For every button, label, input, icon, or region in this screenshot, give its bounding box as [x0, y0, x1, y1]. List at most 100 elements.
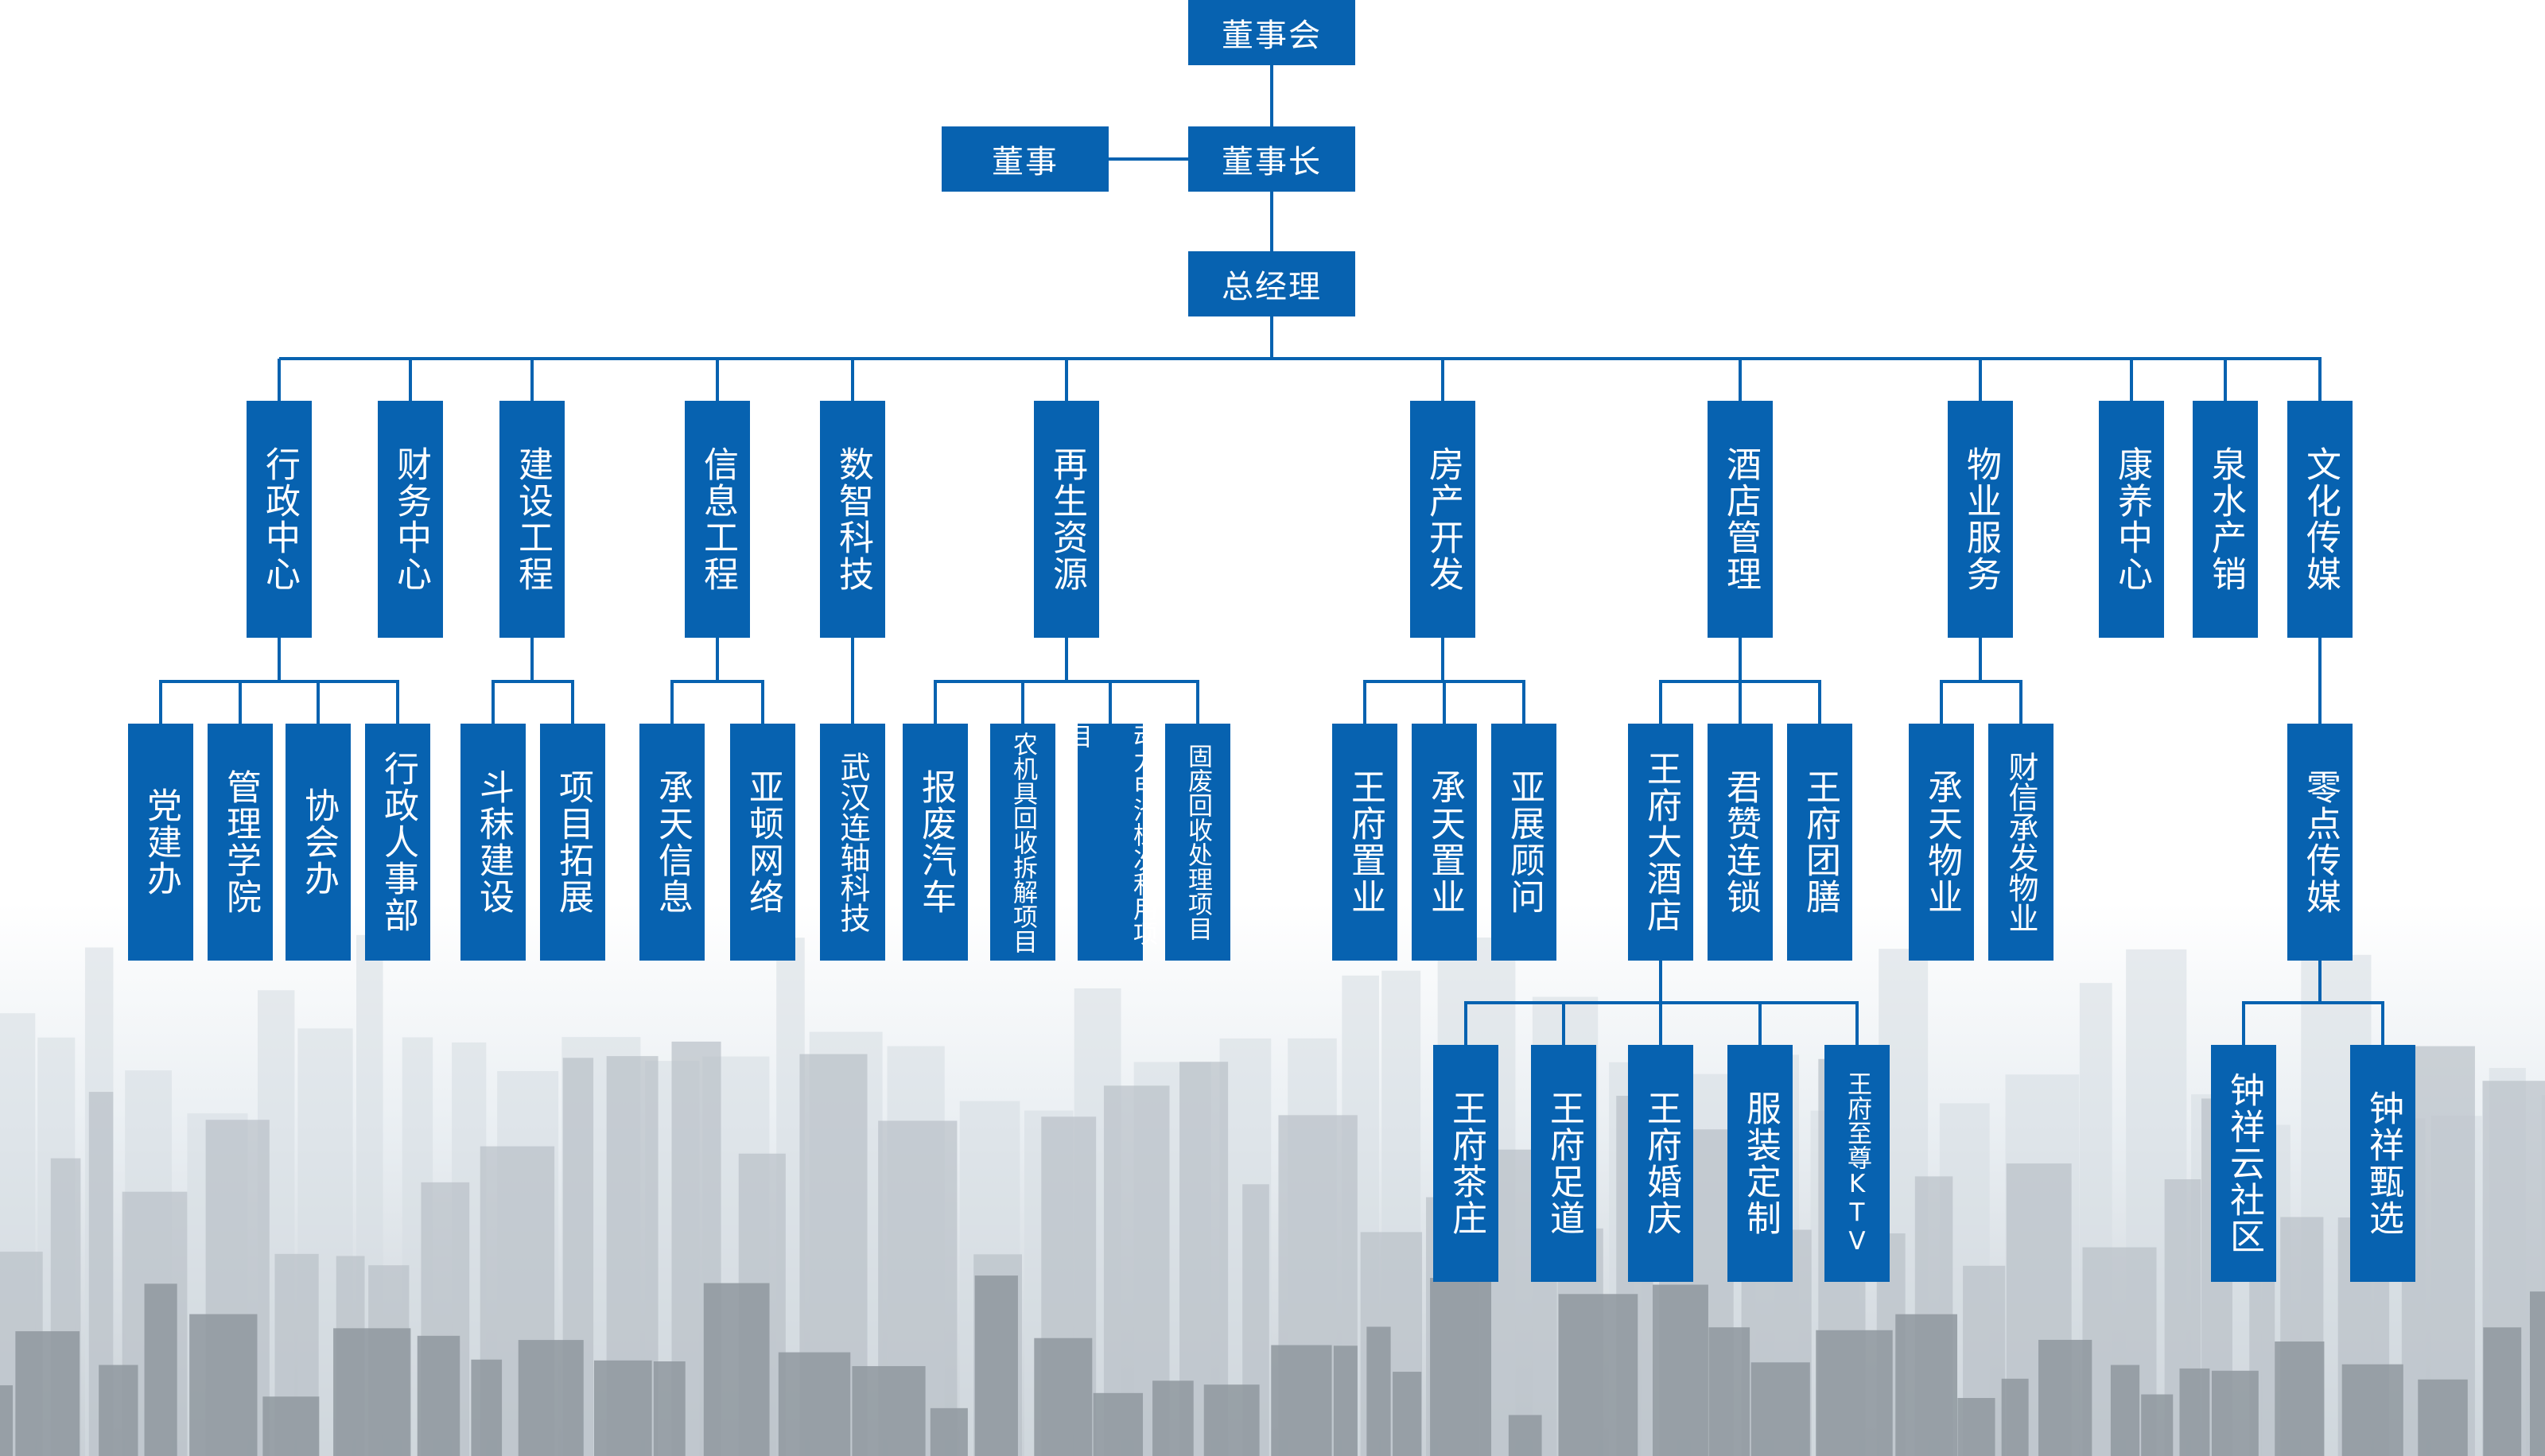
department-box: 文化传媒 [2287, 401, 2353, 638]
sub-unit-box: 服装定制 [1727, 1045, 1793, 1282]
connector-line [1464, 1003, 1467, 1045]
skyline-building [2483, 1327, 2522, 1456]
subsidiary-box: 党建办 [128, 724, 193, 961]
skyline-building [333, 1328, 411, 1456]
connector-line [851, 638, 854, 724]
connector-line [1021, 681, 1024, 724]
sub-unit-box: 王府足道 [1531, 1045, 1596, 1282]
connector-line [2318, 961, 2322, 1003]
skyline-building [15, 1331, 80, 1456]
connector-line [396, 681, 399, 724]
connector-line [934, 681, 937, 724]
skyline-building [2211, 1370, 2259, 1456]
connector-line [1109, 681, 1112, 724]
connector-line [1979, 359, 1982, 401]
connector-line [1940, 680, 2022, 683]
department-box: 房产开发 [1410, 401, 1475, 638]
connector-line [670, 680, 764, 683]
department-box: 财务中心 [378, 401, 443, 638]
connector-line [1739, 359, 1742, 401]
subsidiary-box: 农机具回收拆解项目 [990, 724, 1055, 961]
subsidiary-box: 斗秣建设 [460, 724, 526, 961]
department-box: 酒店管理 [1708, 401, 1773, 638]
department-box: 物业服务 [1948, 401, 2013, 638]
skyline-building [653, 1361, 686, 1456]
sub-unit-box: 王府婚庆 [1628, 1045, 1693, 1282]
skyline-building [593, 1360, 652, 1456]
subsidiary-box: 固废回收处理项目 [1165, 724, 1230, 961]
subsidiary-box: 管理学院 [208, 724, 273, 961]
skyline-building [1152, 1380, 1194, 1456]
skyline-building [471, 1359, 503, 1456]
connector-line [1522, 681, 1525, 724]
department-box: 再生资源 [1034, 401, 1099, 638]
connector-line [530, 638, 534, 681]
skyline-building [778, 1352, 851, 1456]
connector-line [1065, 638, 1068, 681]
skyline-building [1750, 1362, 1810, 1456]
board-box: 董事会 [1188, 0, 1355, 65]
skyline-building [1653, 1284, 1708, 1456]
subsidiary-box: 王府置业 [1332, 724, 1397, 961]
connector-line [851, 359, 854, 401]
connector-line [934, 680, 1199, 683]
skyline-building [1393, 1372, 1422, 1456]
connector-line [716, 359, 719, 401]
connector-line [1758, 1003, 1762, 1045]
skyline-building [189, 1314, 258, 1456]
subsidiary-box: 零点传媒 [2287, 724, 2353, 961]
skyline-building [1558, 1294, 1638, 1456]
connector-line [2318, 359, 2322, 401]
skyline-building [2529, 1291, 2545, 1456]
skyline-building [99, 1365, 138, 1456]
skyline-building [2418, 1379, 2468, 1456]
skyline-building [2110, 1365, 2140, 1456]
connector-line [2224, 359, 2227, 401]
connector-line [317, 681, 320, 724]
skyline-building [518, 1340, 584, 1456]
skyline-building [852, 1365, 926, 1456]
sub-unit-box: 钟祥甄选 [2350, 1045, 2415, 1282]
subsidiary-box: 项目拓展 [540, 724, 605, 961]
connector-line [1818, 681, 1821, 724]
connector-line [1270, 316, 1273, 359]
skyline-building [2275, 1341, 2325, 1456]
chairman-box: 董事长 [1188, 126, 1355, 192]
connector-line [278, 359, 281, 401]
connector-line [670, 681, 674, 724]
connector-line [530, 359, 534, 401]
connector-line [1464, 1001, 1859, 1004]
connector-line [2019, 681, 2022, 724]
department-box: 数智科技 [820, 401, 885, 638]
skyline-building [1271, 1345, 1332, 1456]
skyline-building [974, 1275, 1018, 1456]
connector-line [409, 359, 412, 401]
skyline-building [2179, 1368, 2210, 1456]
subsidiary-box: 武汉连轴科技 [820, 724, 885, 961]
skyline-building [930, 1407, 968, 1456]
connector-line [2242, 1001, 2384, 1004]
connector-line [1363, 680, 1525, 683]
sub-unit-box: 王府至尊KTV [1824, 1045, 1890, 1282]
connector-line [1739, 681, 1742, 724]
sub-unit-box: 王府茶庄 [1433, 1045, 1498, 1282]
director-box: 董事 [942, 126, 1109, 192]
subsidiary-box: 报废汽车 [903, 724, 968, 961]
connector-line [1270, 192, 1273, 251]
connector-line [716, 638, 719, 681]
connector-line [1562, 1003, 1565, 1045]
skyline-building [1366, 1326, 1391, 1456]
department-box: 信息工程 [685, 401, 750, 638]
connector-line [1855, 1003, 1859, 1045]
skyline-building [0, 1385, 14, 1456]
connector-line [571, 681, 574, 724]
skyline-building [2001, 1378, 2029, 1456]
connector-line [1107, 157, 1188, 161]
department-box: 泉水产销 [2193, 401, 2258, 638]
skyline-building [1430, 1278, 1492, 1456]
skyline-building [2141, 1394, 2174, 1456]
skyline-building [1093, 1392, 1144, 1456]
skyline-building [1816, 1330, 1893, 1456]
connector-line [1443, 681, 1446, 724]
skyline-building [417, 1335, 460, 1456]
